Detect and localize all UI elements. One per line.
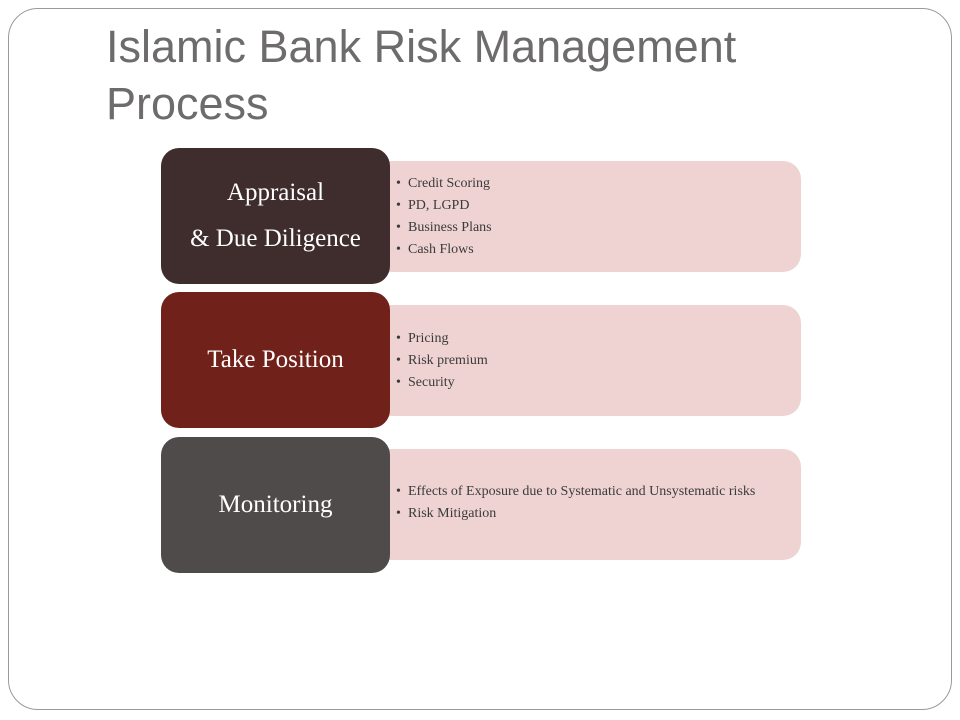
stage-2-details-box: Pricing Risk premium Security <box>370 305 801 416</box>
stage-take-position-box: Take Position <box>161 292 390 428</box>
stage-label-line: & Due Diligence <box>190 225 361 252</box>
stage-monitoring-box: Monitoring <box>161 437 390 573</box>
stage-1-bullet-list: Credit Scoring PD, LGPD Business Plans C… <box>396 173 789 261</box>
bullet-item: PD, LGPD <box>396 195 789 217</box>
bullet-item: Security <box>396 372 789 394</box>
bullet-item: Pricing <box>396 328 789 350</box>
bullet-item: Effects of Exposure due to Systematic an… <box>396 483 789 501</box>
bullet-item: Cash Flows <box>396 239 789 261</box>
stage-1-details-box: Credit Scoring PD, LGPD Business Plans C… <box>370 161 801 272</box>
bullet-item: Credit Scoring <box>396 173 789 195</box>
bullet-item: Risk Mitigation <box>396 505 789 523</box>
stage-label-line: Take Position <box>207 346 344 373</box>
slide-title: Islamic Bank Risk Management Process <box>106 21 737 129</box>
stage-3-details-box: Effects of Exposure due to Systematic an… <box>370 449 801 560</box>
bullet-item: Business Plans <box>396 217 789 239</box>
stage-appraisal-box: Appraisal & Due Diligence <box>161 148 390 284</box>
stage-2-bullet-list: Pricing Risk premium Security <box>396 328 789 394</box>
bullet-item: Risk premium <box>396 350 789 372</box>
stage-label-line: Appraisal <box>226 179 325 206</box>
stage-label-line: Monitoring <box>218 491 333 518</box>
stage-3-bullet-list: Effects of Exposure due to Systematic an… <box>396 483 789 527</box>
